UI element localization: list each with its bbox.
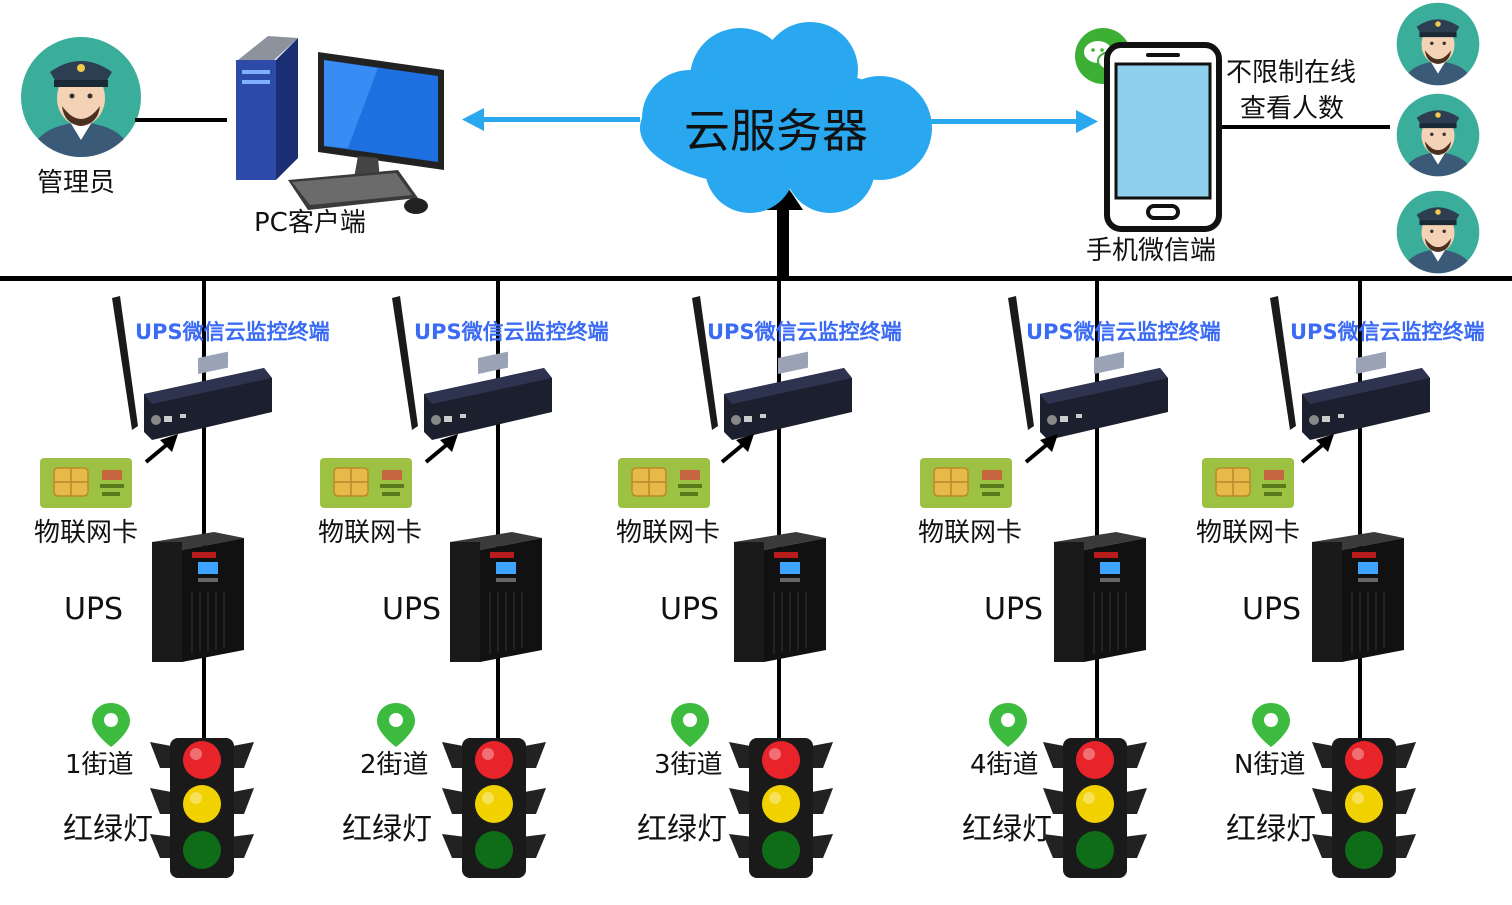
mobile-note-line2: 查看人数 [1240,94,1345,124]
traffic-light-label: 红绿灯 [637,812,727,847]
street-label: 4街道 [970,750,1039,780]
traffic-light-icon [1312,738,1416,878]
sim-card-icon [617,457,711,509]
arrow-to-pc [462,108,640,131]
ups-label: UPS [382,592,442,627]
ups-unit-icon [449,531,543,663]
user-avatar-icon [1396,2,1480,86]
street-label: 3街道 [654,750,723,780]
ups-unit-icon [151,531,245,663]
street-label: 2街道 [360,750,429,780]
pc-label: PC客户端 [254,208,366,238]
location-pin-icon [671,703,709,747]
ups-label: UPS [984,592,1044,627]
mobile-users-link [1222,125,1390,129]
sim-card-icon [39,457,133,509]
sim-card-icon [1201,457,1295,509]
pointer-arrow-icon [720,434,754,464]
pointer-arrow-icon [424,434,458,464]
location-pin-icon [1252,703,1290,747]
location-pin-icon [92,703,130,747]
cloud-server-icon [640,22,932,213]
sim-card-icon [919,457,1013,509]
sim-card-icon [319,457,413,509]
simcard-label: 物联网卡 [1196,518,1301,548]
column-1-line [202,280,206,740]
bus-line [0,276,1512,281]
column-4-line [1095,280,1099,740]
mobile-note-line1: 不限制在线 [1226,58,1357,88]
traffic-light-icon [1043,738,1147,878]
user-avatar-icon [1396,93,1480,177]
column-2-line [496,280,500,740]
column-5-line [1358,280,1362,740]
terminal-label: UPS微信云监控终端 [135,320,330,344]
location-pin-icon [377,703,415,747]
pc-client-icon [236,36,444,214]
ups-label: UPS [660,592,720,627]
simcard-label: 物联网卡 [34,518,139,548]
terminal-label: UPS微信云监控终端 [1290,320,1485,344]
traffic-light-label: 红绿灯 [962,812,1052,847]
street-label: 1街道 [65,750,134,780]
mobile-label: 手机微信端 [1086,236,1217,266]
simcard-label: 物联网卡 [616,518,721,548]
user-avatar-icon [1396,190,1480,274]
admin-pc-link [135,118,227,122]
cloud-label: 云服务器 [684,104,868,158]
ups-label: UPS [1242,592,1302,627]
ups-label: UPS [64,592,124,627]
pointer-arrow-icon [1024,434,1058,464]
arrow-to-mobile [930,110,1098,133]
location-pin-icon [989,703,1027,747]
street-label: N街道 [1234,750,1306,780]
traffic-light-label: 红绿灯 [342,812,432,847]
admin-label: 管理员 [37,168,116,198]
terminal-label: UPS微信云监控终端 [707,320,902,344]
pointer-arrow-icon [144,434,178,464]
ups-unit-icon [733,531,827,663]
traffic-light-label: 红绿灯 [63,812,153,847]
ups-unit-icon [1311,531,1405,663]
traffic-light-label: 红绿灯 [1226,812,1316,847]
ups-unit-icon [1053,531,1147,663]
traffic-light-icon [150,738,254,878]
simcard-label: 物联网卡 [318,518,423,548]
terminal-label: UPS微信云监控终端 [414,320,609,344]
traffic-light-icon [729,738,833,878]
column-3-line [777,280,781,740]
admin-avatar-icon [21,37,141,157]
mobile-phone-icon [1104,42,1222,232]
pointer-arrow-icon [1300,434,1334,464]
traffic-light-icon [442,738,546,878]
simcard-label: 物联网卡 [918,518,1023,548]
terminal-label: UPS微信云监控终端 [1026,320,1221,344]
